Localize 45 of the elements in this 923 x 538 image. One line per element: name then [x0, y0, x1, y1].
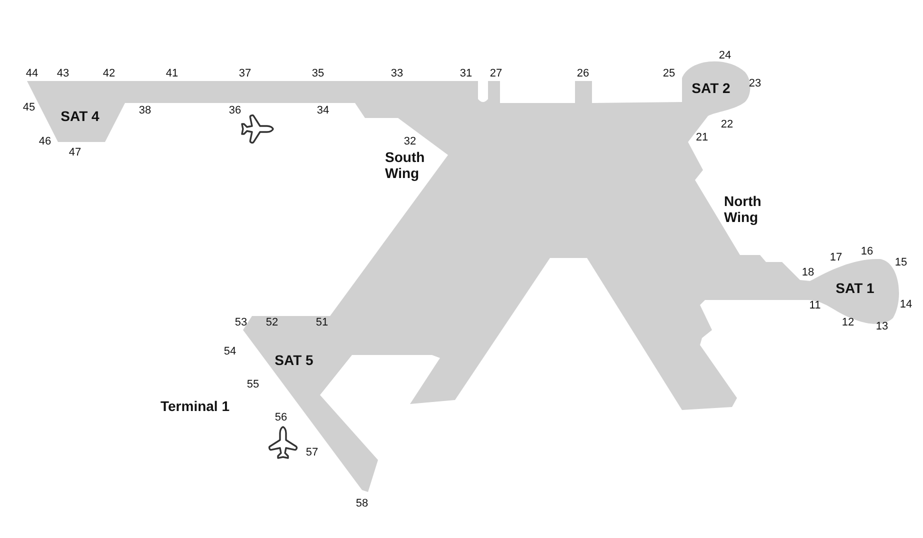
gate-number: 16	[860, 246, 874, 258]
area-label: SAT 1	[836, 280, 874, 296]
gate-number: 42	[102, 68, 116, 80]
gate-number: 14	[900, 298, 912, 312]
gate-number: 54	[224, 346, 236, 358]
gate-number: 22	[720, 118, 734, 132]
gate-number: 21	[696, 132, 708, 144]
gate-number: 56	[274, 412, 288, 424]
gate-number: 13	[876, 320, 888, 334]
gate-number: 46	[38, 136, 52, 148]
gate-number: 36	[228, 104, 242, 118]
gate-number: 25	[662, 68, 676, 80]
gate-number: 35	[312, 68, 324, 80]
gate-number: 45	[22, 102, 36, 114]
gate-number: 37	[238, 68, 252, 80]
gate-number: 58	[356, 498, 368, 510]
gate-number: 41	[166, 68, 178, 80]
gate-number: 47	[68, 146, 82, 160]
gate-number: 38	[138, 104, 152, 118]
wing-label: South Wing	[385, 148, 426, 182]
gate-number: 24	[718, 50, 732, 62]
gate-number: 53	[234, 316, 248, 330]
gate-number: 55	[246, 378, 260, 392]
gate-number: 57	[306, 446, 318, 460]
gate-number: 23	[748, 78, 762, 90]
area-label: Terminal 1	[160, 398, 230, 414]
gate-number: 17	[830, 252, 842, 264]
gate-number: 52	[266, 316, 278, 330]
area-label: SAT 4	[60, 108, 100, 124]
gate-number: 18	[802, 266, 814, 280]
gate-number: 11	[809, 300, 821, 312]
gate-number: 34	[316, 104, 330, 118]
gate-number: 26	[576, 68, 590, 80]
gate-number: 44	[26, 68, 38, 80]
gate-number: 15	[894, 256, 908, 270]
area-label: SAT 5	[274, 352, 314, 368]
gate-number: 31	[460, 68, 472, 80]
area-label: SAT 2	[692, 80, 730, 96]
gate-number: 32	[404, 136, 416, 148]
gate-number: 51	[316, 316, 328, 330]
gate-number: 33	[390, 68, 404, 80]
gate-number: 43	[56, 68, 70, 80]
gate-number: 27	[490, 68, 502, 80]
gate-number: 12	[842, 316, 854, 330]
wing-label: North Wing	[724, 192, 762, 226]
